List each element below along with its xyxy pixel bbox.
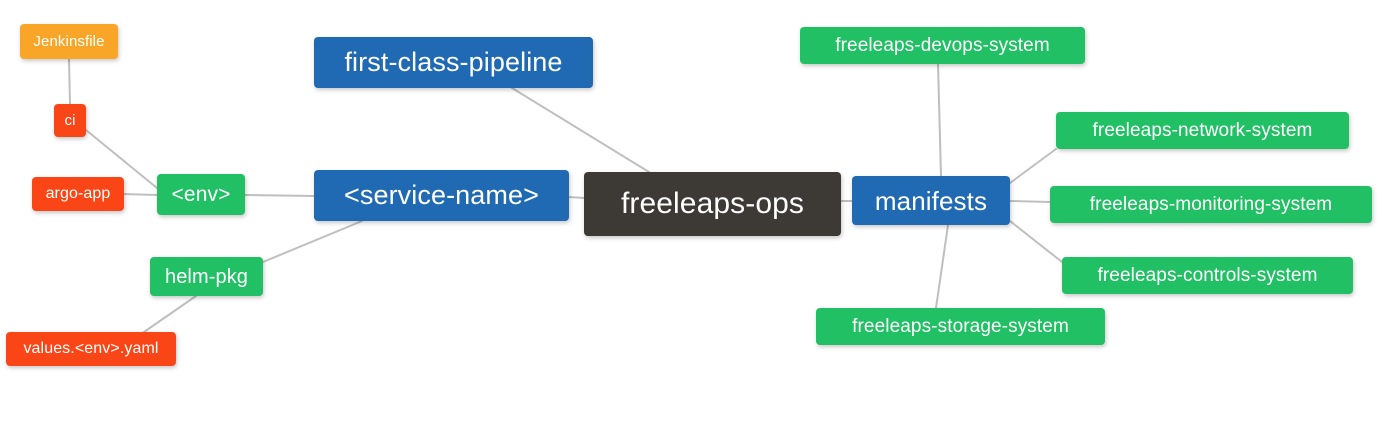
edge-values-yaml-to-helm-pkg [143,295,197,333]
edge-manifests-to-freeleaps-network-system [1009,148,1057,184]
edge-manifests-to-freeleaps-devops-system [937,63,942,177]
edge-manifests-to-freeleaps-storage-system [935,224,949,309]
edge-service-name-to-freeleaps-ops [568,196,585,199]
mindmap-node-label-freeleaps-monitoring-system: freeleaps-monitoring-system [1089,194,1333,215]
edge-argo-app-to-env [123,193,158,196]
edge-manifests-to-freeleaps-monitoring-system [1009,200,1051,203]
mindmap-node-label-freeleaps-storage-system: freeleaps-storage-system [852,316,1069,337]
edge-jenkinsfile-to-ci [68,58,71,105]
mindmap-node-label-freeleaps-devops-system: freeleaps-devops-system [835,35,1050,56]
mindmap-node-label-freeleaps-network-system: freeleaps-network-system [1092,120,1313,141]
mindmap-node-label-argo-app: argo-app [45,185,111,202]
edge-manifests-to-freeleaps-controls-system [1009,220,1063,263]
mindmap-node-jenkinsfile[interactable]: Jenkinsfile [20,24,118,59]
edge-first-class-pipeline-to-freeleaps-ops [511,87,650,173]
mindmap-node-label-first-class-pipeline: first-class-pipeline [344,47,563,77]
mindmap-node-label-manifests: manifests [874,185,988,216]
edge-helm-pkg-to-service-name [262,220,363,263]
mindmap-node-service-name[interactable]: <service-name> [314,170,569,221]
edge-env-to-service-name [244,194,315,197]
mindmap-node-label-values-yaml: values.<env>.yaml [23,340,159,357]
mindmap-node-ci[interactable]: ci [54,104,86,137]
mindmap-node-argo-app[interactable]: argo-app [32,177,124,211]
mindmap-node-label-freeleaps-controls-system: freeleaps-controls-system [1097,265,1318,286]
mindmap-node-label-ci: ci [64,112,76,129]
mindmap-node-freeleaps-network-system[interactable]: freeleaps-network-system [1056,112,1349,149]
mindmap-node-first-class-pipeline[interactable]: first-class-pipeline [314,37,593,88]
mindmap-node-freeleaps-storage-system[interactable]: freeleaps-storage-system [816,308,1105,345]
mindmap-node-values-yaml[interactable]: values.<env>.yaml [6,332,176,366]
mindmap-node-env[interactable]: <env> [157,174,245,215]
mindmap-node-helm-pkg[interactable]: helm-pkg [150,257,263,296]
mindmap-node-freeleaps-controls-system[interactable]: freeleaps-controls-system [1062,257,1353,294]
edge-ci-to-env [85,129,158,189]
mindmap-node-label-jenkinsfile: Jenkinsfile [33,33,105,50]
mindmap-node-freeleaps-devops-system[interactable]: freeleaps-devops-system [800,27,1085,64]
mindmap-node-freeleaps-monitoring-system[interactable]: freeleaps-monitoring-system [1050,186,1372,223]
mindmap-node-manifests[interactable]: manifests [852,176,1010,225]
mindmap-node-label-service-name: <service-name> [344,180,539,210]
mindmap-node-label-env: <env> [171,183,231,206]
mindmap-node-label-helm-pkg: helm-pkg [164,265,249,288]
mindmap-node-freeleaps-ops[interactable]: freeleaps-ops [584,172,841,236]
mindmap-node-label-freeleaps-ops: freeleaps-ops [620,187,805,220]
